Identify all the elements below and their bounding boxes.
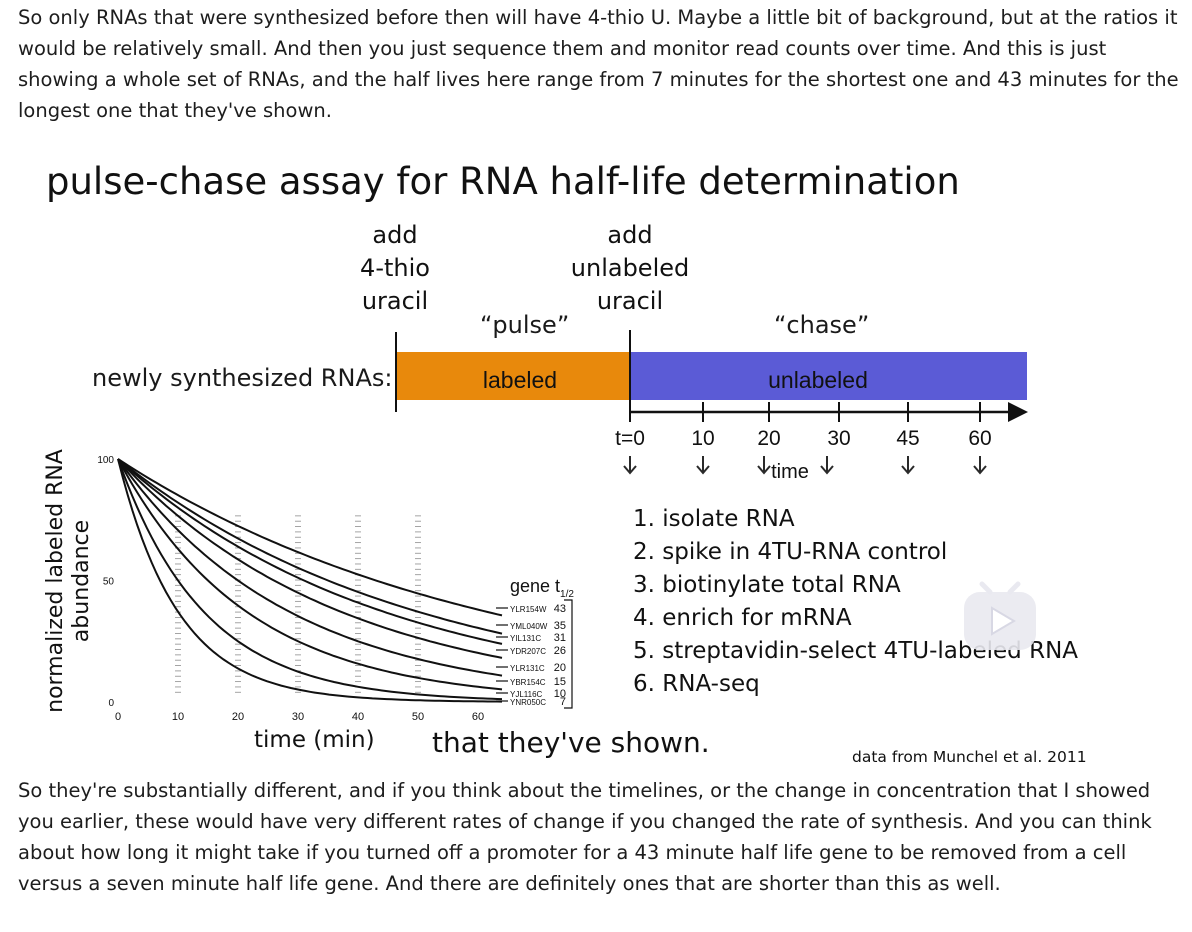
add-label-line: 4-thio bbox=[360, 254, 430, 282]
x-tick-labels: 0 10 20 30 40 50 60 bbox=[115, 711, 484, 723]
decay-curve-ylr154w bbox=[117, 458, 503, 617]
protocol-step: 4. enrich for mRNA bbox=[633, 605, 852, 631]
sample-arrow-icon bbox=[623, 456, 637, 475]
pulse-bar bbox=[396, 352, 630, 400]
decay-curve-ylr131c bbox=[117, 458, 503, 677]
legend-gene-label: YBR154C bbox=[510, 678, 546, 687]
legend-gene-label: YLR154W bbox=[510, 605, 547, 614]
protocol-step: 2. spike in 4TU-RNA control bbox=[633, 539, 948, 565]
add-4-thio-uracil-label: add 4-thio uracil bbox=[350, 219, 440, 318]
x-tick-label: 20 bbox=[232, 711, 244, 723]
decay-curve-yjl116c bbox=[117, 458, 503, 701]
pulse-label: “pulse” bbox=[480, 311, 570, 339]
time-word: time bbox=[771, 461, 809, 483]
sample-arrow-icon bbox=[820, 456, 834, 475]
legend-gene-label: YDR207C bbox=[510, 647, 546, 656]
add-label-line: uracil bbox=[361, 287, 429, 315]
decay-curve-yil131c bbox=[117, 458, 503, 645]
video-caption: that they've shown. bbox=[432, 726, 710, 759]
decay-curves bbox=[117, 458, 503, 703]
unlabeled-bar-text: unlabeled bbox=[768, 367, 868, 393]
legend-bracket bbox=[564, 599, 573, 709]
sample-arrow-icon bbox=[973, 456, 987, 475]
timeline-tick-label: t=0 bbox=[615, 427, 645, 450]
legend-gene-label: YML040W bbox=[510, 622, 548, 631]
timeline-tick-label: 60 bbox=[968, 427, 991, 450]
decay-curve-ybr154c bbox=[117, 458, 503, 691]
y-tick-label: 50 bbox=[103, 577, 115, 588]
legend-title: gene t1/2 bbox=[510, 576, 574, 600]
add-label-line: unlabeled bbox=[570, 254, 690, 282]
transcript-bottom: So they're substantially different, and … bbox=[18, 779, 1152, 895]
add-label-line: add bbox=[372, 221, 418, 249]
legend-half-life: 15 bbox=[554, 676, 566, 688]
timeline-tick-label: 10 bbox=[691, 427, 714, 450]
x-tick-label: 10 bbox=[172, 711, 184, 723]
timeline-arrowhead bbox=[1008, 402, 1028, 422]
legend-half-life: 43 bbox=[554, 603, 566, 615]
sample-arrow-icon bbox=[757, 456, 771, 475]
transcript-top: So only RNAs that were synthesized befor… bbox=[18, 6, 1179, 122]
x-axis-title: time (min) bbox=[254, 727, 375, 753]
y-tick-label: 100 bbox=[97, 455, 114, 466]
legend-half-life: 20 bbox=[554, 662, 566, 674]
protocol-step: 3. biotinylate total RNA bbox=[633, 572, 901, 598]
timeline-tick-label: 30 bbox=[827, 427, 850, 450]
y-tick-labels: 0 50 100 bbox=[97, 455, 114, 709]
protocol-step: 6. RNA-seq bbox=[633, 671, 760, 697]
sample-arrow-icon bbox=[696, 456, 710, 475]
row-label: newly synthesized RNAs: bbox=[92, 364, 393, 392]
y-axis-title: normalized labeled RNA abundance bbox=[43, 449, 94, 713]
sample-arrow-icon bbox=[901, 456, 915, 475]
legend-half-life: 31 bbox=[554, 632, 566, 644]
y-tick-label: 0 bbox=[108, 698, 114, 709]
legend-half-life: 26 bbox=[554, 645, 566, 657]
legend-gene-label: YNR050C bbox=[510, 698, 546, 707]
add-label-line: uracil bbox=[596, 287, 664, 315]
decay-curve-ydr207c bbox=[117, 458, 503, 659]
x-tick-label: 30 bbox=[292, 711, 304, 723]
timeline-tick-label: 20 bbox=[757, 427, 780, 450]
timeline-ticks: t=0 10 20 30 45 60 bbox=[615, 402, 992, 475]
protocol-step: 1. isolate RNA bbox=[633, 506, 795, 532]
legend-gene-label: YLR131C bbox=[510, 664, 545, 673]
x-tick-label: 50 bbox=[412, 711, 424, 723]
x-tick-label: 60 bbox=[472, 711, 484, 723]
legend-gene-label: YJL116C bbox=[510, 690, 543, 699]
x-tick-label: 0 bbox=[115, 711, 121, 723]
legend-half-life: 35 bbox=[554, 620, 566, 632]
chase-bar bbox=[630, 352, 1027, 400]
labeled-bar-text: labeled bbox=[483, 367, 557, 393]
chase-label: “chase” bbox=[774, 311, 870, 339]
data-credit: data from Munchel et al. 2011 bbox=[852, 748, 1087, 766]
legend-half-life: 7 bbox=[560, 696, 566, 708]
legend-half-life: 10 bbox=[554, 688, 566, 700]
add-label-line: add bbox=[607, 221, 653, 249]
timeline-tick-label: 45 bbox=[896, 427, 919, 450]
add-unlabeled-uracil-label: add unlabeled uracil bbox=[560, 219, 700, 318]
video-play-icon[interactable] bbox=[960, 574, 1040, 654]
x-tick-label: 40 bbox=[352, 711, 364, 723]
decay-curve-yml040w bbox=[117, 458, 503, 635]
legend-gene-label: YIL131C bbox=[510, 634, 541, 643]
decay-curve-ynr050c bbox=[117, 458, 503, 703]
slide-title: pulse-chase assay for RNA half-life dete… bbox=[46, 160, 960, 203]
